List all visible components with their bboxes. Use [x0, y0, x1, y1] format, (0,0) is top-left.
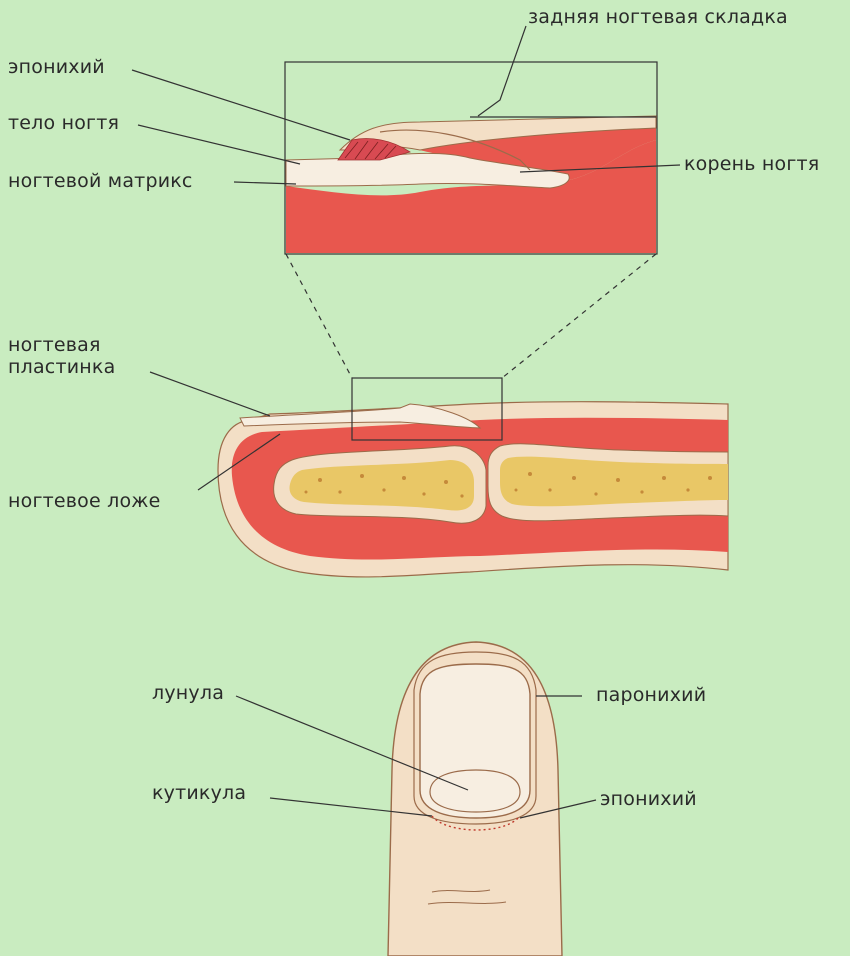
label-nail-root: корень ногтя: [684, 153, 820, 175]
label-posterior-nail-fold: задняя ногтевая складка: [528, 6, 788, 28]
leader-lines: [131, 25, 681, 819]
label-eponychium-bottom: эпонихий: [600, 788, 697, 810]
label-paronychium: паронихий: [596, 684, 707, 706]
finger-cross-section: [217, 377, 729, 578]
zoom-detail-panel: [284, 61, 658, 255]
fingertip-top-view: [387, 641, 563, 956]
label-cuticle: кутикула: [152, 782, 247, 804]
label-eponychium-top: эпонихий: [8, 56, 105, 78]
marrow-texture: [304, 472, 712, 498]
label-nail-bed: ногтевое ложе: [8, 490, 161, 512]
label-lunula: лунула: [152, 682, 225, 704]
label-nail-plate-line2: пластинка: [8, 356, 116, 378]
label-nail-plate: ногтевая пластинка: [8, 334, 115, 378]
label-nail-matrix: ногтевой матрикс: [8, 170, 193, 192]
label-nail-body: тело ногтя: [8, 112, 120, 134]
label-nail-plate-line1: ногтевая: [8, 334, 101, 356]
